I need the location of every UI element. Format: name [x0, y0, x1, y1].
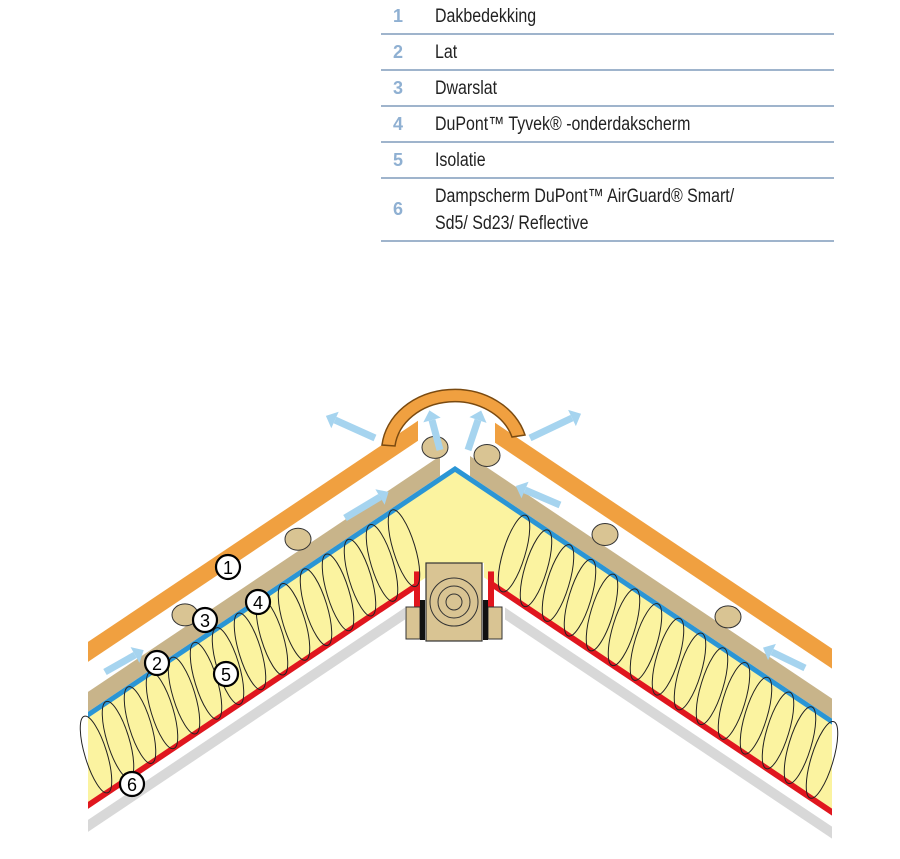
insulation-fibre — [519, 529, 553, 608]
insulation-fibre — [805, 721, 839, 799]
insulation-fibre — [563, 558, 597, 637]
callout-6: 6 — [118, 770, 146, 798]
callout-number: 1 — [223, 558, 233, 578]
legend-number: 4 — [393, 113, 404, 134]
counter-batten-right — [470, 456, 832, 719]
airflow-arrows — [103, 409, 807, 676]
insulation-fibre — [541, 544, 575, 622]
callout-number: 5 — [221, 665, 231, 685]
vapour-barrier-right — [490, 579, 832, 816]
insulation-fibre — [277, 582, 311, 661]
insulation-fibre — [673, 632, 707, 711]
airflow-arrow — [428, 419, 444, 451]
arrow-head-icon — [568, 409, 582, 427]
legend-row: 1 Dakbedekking — [381, 0, 834, 35]
insulation-fibre — [79, 715, 113, 794]
insulation-fibre — [651, 617, 685, 696]
legend-label: Isolatie — [435, 149, 486, 171]
arrow-head-icon — [375, 489, 389, 505]
batten-lat — [284, 527, 312, 551]
insulation-fibre — [585, 573, 619, 652]
legend-row: 3 Dwarslat — [381, 71, 834, 107]
arrow-head-icon — [515, 481, 529, 499]
legend-row: 4 DuPont™ Tyvek® -onderdakscherm — [381, 107, 834, 143]
vapour-barrier-right-end — [488, 571, 494, 622]
callout-number: 3 — [200, 611, 210, 631]
legend-label-line: Sd5/ Sd23/ Reflective — [435, 212, 589, 234]
insulation-fibre — [123, 686, 157, 764]
airflow-arrow — [523, 486, 562, 509]
ridge-cap — [381, 388, 526, 447]
arrow-head-icon — [423, 410, 441, 423]
legend-number: 5 — [393, 149, 404, 170]
roof-tiles-left — [88, 420, 418, 662]
airflow-arrow — [103, 651, 137, 676]
insulation-fibre — [497, 514, 531, 593]
callout-number: 6 — [127, 775, 137, 795]
arrow-head-icon — [325, 411, 339, 429]
insulation-fibre — [365, 524, 399, 602]
airflow-arrow — [343, 493, 382, 522]
callout-2: 2 — [143, 649, 171, 677]
airflow-arrow — [770, 648, 807, 672]
insulation-fibre — [167, 656, 201, 735]
insulation-fibre — [607, 588, 641, 667]
insulation-fibre — [629, 603, 663, 681]
airflow-arrow — [333, 416, 377, 442]
insulation-fibre — [739, 676, 773, 755]
legend-label: Lat — [435, 41, 458, 63]
insulation-fibre — [783, 706, 817, 785]
legend-number: 1 — [393, 6, 404, 26]
counter-batten-left — [88, 456, 440, 712]
vapour-barrier-left-end — [414, 571, 420, 622]
legend-number: 6 — [393, 199, 404, 219]
callout-number: 2 — [152, 654, 162, 674]
vapour-barrier-left — [88, 579, 420, 809]
insulation-fibre — [695, 647, 729, 726]
tyvek-membrane-left — [88, 466, 455, 718]
legend-number: 2 — [393, 41, 404, 62]
airflow-arrow — [464, 418, 482, 452]
insulation-fibre — [387, 509, 421, 588]
batten-lat — [473, 443, 501, 467]
callout-number: 4 — [253, 593, 263, 613]
legend-table: 1 Dakbedekking 2 Lat 3 Dwarslat 4 DuPont™ Ty… — [381, 0, 834, 242]
arrow-head-icon — [130, 647, 144, 663]
plasterboard-left — [88, 607, 405, 832]
callout-1: 1 — [214, 553, 242, 581]
batten-lat — [591, 523, 619, 546]
callout-4: 4 — [244, 588, 272, 616]
legend-number: 3 — [393, 77, 404, 98]
batten-lat — [714, 605, 742, 629]
legend-label: Dakbedekking — [435, 6, 537, 27]
insulation-fibre — [343, 538, 377, 617]
legend-label: DuPont™ Tyvek® -onderdakscherm — [435, 113, 691, 135]
legend-row: 6 Dampscherm DuPont™ AirGuard® Smart/Sd5/… — [381, 179, 834, 242]
ridge-beam — [405, 562, 503, 642]
legend-label: Dampscherm DuPont™ AirGuard® Smart/Sd5/ … — [435, 183, 734, 237]
insulation-fibre — [299, 568, 333, 647]
insulation-fibre — [717, 662, 751, 740]
arrow-head-icon — [469, 410, 487, 423]
insulation-fibre — [761, 691, 795, 770]
roof-tiles-right — [495, 422, 832, 669]
legend-row: 5 Isolatie — [381, 143, 834, 179]
insulation-fibre — [233, 612, 267, 691]
airflow-arrow — [528, 414, 574, 442]
legend-label: Dwarslat — [435, 77, 498, 99]
legend-label-line: Dampscherm DuPont™ AirGuard® Smart/ — [435, 185, 735, 207]
callout-3: 3 — [191, 606, 219, 634]
arrow-head-icon — [763, 643, 776, 661]
plasterboard-right — [505, 607, 832, 839]
legend-row: 2 Lat — [381, 35, 834, 71]
callout-5: 5 — [212, 660, 240, 688]
insulation-fibre — [321, 553, 355, 632]
